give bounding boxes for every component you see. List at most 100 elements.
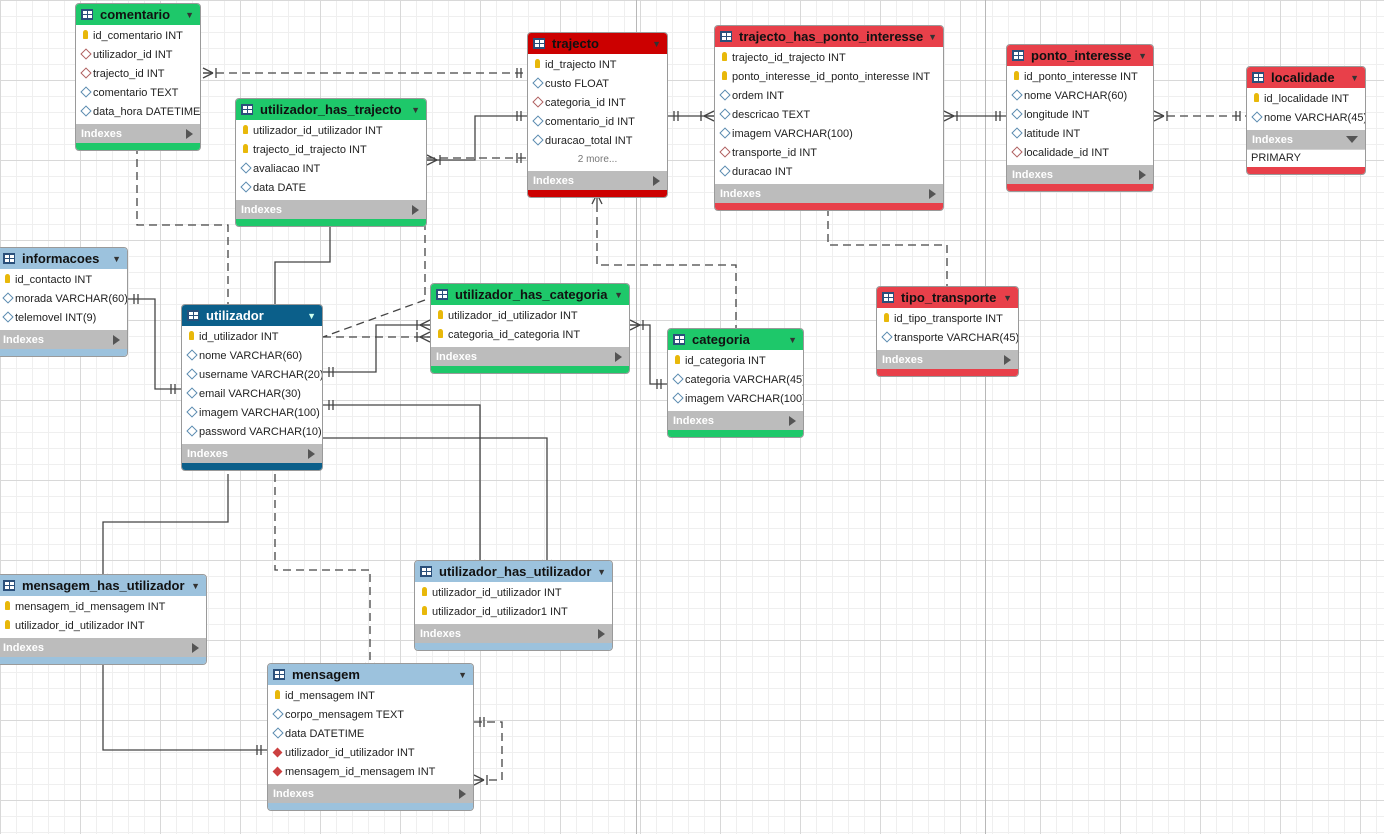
indexes-section[interactable]: Indexes xyxy=(415,624,612,643)
collapse-arrow-icon[interactable]: ▼ xyxy=(191,580,200,591)
column-row[interactable]: utilizador_id_utilizador INT xyxy=(236,122,426,141)
indexes-section[interactable]: Indexes xyxy=(1007,165,1153,184)
column-row[interactable]: comentario TEXT xyxy=(76,84,200,103)
table-header[interactable]: trajecto▼ xyxy=(528,33,667,54)
table-header[interactable]: categoria▼ xyxy=(668,329,803,350)
table-header[interactable]: mensagem▼ xyxy=(268,664,473,685)
collapse-arrow-icon[interactable]: ▼ xyxy=(411,104,420,115)
collapse-arrow-icon[interactable]: ▼ xyxy=(1138,50,1147,61)
table-header[interactable]: utilizador_has_trajecto▼ xyxy=(236,99,426,120)
indexes-section[interactable]: Indexes xyxy=(715,184,943,203)
table-header[interactable]: localidade▼ xyxy=(1247,67,1365,88)
collapse-arrow-icon[interactable]: ▼ xyxy=(614,289,623,300)
column-row[interactable]: trajecto_id_trajecto INT xyxy=(236,141,426,160)
table-header[interactable]: utilizador▼ xyxy=(182,305,322,326)
more-columns-link[interactable]: 2 more... xyxy=(577,154,618,165)
column-row[interactable]: data DATETIME xyxy=(268,725,473,744)
table-utilizador-has-utilizador[interactable]: utilizador_has_utilizador▼ utilizador_id_… xyxy=(414,560,613,651)
collapse-arrow-icon[interactable]: ▼ xyxy=(928,31,937,42)
column-row[interactable]: comentario_id INT xyxy=(528,113,667,132)
column-row[interactable]: categoria_id_categoria INT xyxy=(431,326,629,345)
indexes-section[interactable]: Indexes xyxy=(877,350,1018,369)
collapse-arrow-icon[interactable]: ▼ xyxy=(652,38,661,49)
indexes-section[interactable]: Indexes xyxy=(431,347,629,366)
column-row[interactable]: id_trajecto INT xyxy=(528,56,667,75)
column-row[interactable]: utilizador_id_utilizador INT xyxy=(268,744,473,763)
column-row[interactable]: ponto_interesse_id_ponto_interesse INT xyxy=(715,68,943,87)
column-row[interactable]: mensagem_id_mensagem INT xyxy=(268,763,473,782)
column-row[interactable]: nome VARCHAR(60) xyxy=(182,347,322,366)
column-row[interactable]: id_comentario INT xyxy=(76,27,200,46)
column-row[interactable]: imagem VARCHAR(100) xyxy=(668,390,803,409)
column-row[interactable]: trajecto_id INT xyxy=(76,65,200,84)
collapse-arrow-icon[interactable]: ▼ xyxy=(185,9,194,20)
table-header[interactable]: ponto_interesse▼ xyxy=(1007,45,1153,66)
column-row[interactable]: duracao INT xyxy=(715,163,943,182)
table-header[interactable]: comentario▼ xyxy=(76,4,200,25)
column-row[interactable]: descricao TEXT xyxy=(715,106,943,125)
column-row[interactable]: id_ponto_interesse INT xyxy=(1007,68,1153,87)
indexes-section[interactable]: Indexes xyxy=(76,124,200,143)
table-mensagem-has-utilizador[interactable]: mensagem_has_utilizador▼ mensagem_id_mens… xyxy=(0,574,207,665)
column-row[interactable]: utilizador_id INT xyxy=(76,46,200,65)
table-header[interactable]: informacoes▼ xyxy=(0,248,127,269)
column-row[interactable]: trajecto_id_trajecto INT xyxy=(715,49,943,68)
indexes-section[interactable]: Indexes xyxy=(528,171,667,190)
table-utilizador-has-categoria[interactable]: utilizador_has_categoria▼utilizador_id_u… xyxy=(430,283,630,374)
indexes-section[interactable]: Indexes xyxy=(236,200,426,219)
table-utilizador-has-trajecto[interactable]: utilizador_has_trajecto▼ utilizador_id_ut… xyxy=(235,98,427,227)
collapse-arrow-icon[interactable]: ▼ xyxy=(1003,292,1012,303)
column-row[interactable]: categoria VARCHAR(45) xyxy=(668,371,803,390)
column-row[interactable]: imagem VARCHAR(100) xyxy=(182,404,322,423)
column-row[interactable]: id_mensagem INT xyxy=(268,687,473,706)
column-row[interactable]: utilizador_id_utilizador INT xyxy=(431,307,629,326)
column-row[interactable]: longitude INT xyxy=(1007,106,1153,125)
column-row[interactable]: password VARCHAR(10) xyxy=(182,423,322,442)
column-row[interactable]: avaliacao INT xyxy=(236,160,426,179)
column-row[interactable]: nome VARCHAR(60) xyxy=(1007,87,1153,106)
column-row[interactable]: corpo_mensagem TEXT xyxy=(268,706,473,725)
column-row[interactable]: imagem VARCHAR(100) xyxy=(715,125,943,144)
indexes-section[interactable]: Indexes xyxy=(0,330,127,349)
column-row[interactable]: ordem INT xyxy=(715,87,943,106)
indexes-section[interactable]: Indexes xyxy=(182,444,322,463)
column-row[interactable]: id_contacto INT xyxy=(0,271,127,290)
column-row[interactable]: mensagem_id_mensagem INT xyxy=(0,598,206,617)
column-row[interactable]: telemovel INT(9) xyxy=(0,309,127,328)
collapse-arrow-icon[interactable]: ▼ xyxy=(307,310,316,321)
indexes-section[interactable]: Indexes xyxy=(268,784,473,803)
column-row[interactable]: custo FLOAT xyxy=(528,75,667,94)
indexes-section[interactable]: Indexes xyxy=(0,638,206,657)
table-header[interactable]: utilizador_has_utilizador▼ xyxy=(415,561,612,582)
column-row[interactable]: id_categoria INT xyxy=(668,352,803,371)
collapse-arrow-icon[interactable]: ▼ xyxy=(1350,72,1359,83)
table-header[interactable]: tipo_transporte▼ xyxy=(877,287,1018,308)
column-row[interactable]: localidade_id INT xyxy=(1007,144,1153,163)
column-row[interactable]: transporte VARCHAR(45) xyxy=(877,329,1018,348)
column-row[interactable]: utilizador_id_utilizador1 INT xyxy=(415,603,612,622)
collapse-arrow-icon[interactable]: ▼ xyxy=(458,669,467,680)
collapse-arrow-icon[interactable]: ▼ xyxy=(112,253,121,264)
column-row[interactable]: username VARCHAR(20) xyxy=(182,366,322,385)
table-header[interactable]: trajecto_has_ponto_interesse▼ xyxy=(715,26,943,47)
column-row[interactable]: nome VARCHAR(45) xyxy=(1247,109,1365,128)
column-row[interactable]: transporte_id INT xyxy=(715,144,943,163)
collapse-arrow-icon[interactable]: ▼ xyxy=(788,334,797,345)
column-row[interactable]: id_utilizador INT xyxy=(182,328,322,347)
index-item[interactable]: PRIMARY xyxy=(1247,149,1365,167)
table-header[interactable]: mensagem_has_utilizador▼ xyxy=(0,575,206,596)
column-row[interactable]: utilizador_id_utilizador INT xyxy=(0,617,206,636)
column-row[interactable]: utilizador_id_utilizador INT xyxy=(415,584,612,603)
column-row[interactable]: id_localidade INT xyxy=(1247,90,1365,109)
column-row[interactable]: morada VARCHAR(60) xyxy=(0,290,127,309)
collapse-arrow-icon[interactable]: ▼ xyxy=(597,566,606,577)
column-row[interactable]: latitude INT xyxy=(1007,125,1153,144)
column-row[interactable]: data_hora DATETIME xyxy=(76,103,200,122)
